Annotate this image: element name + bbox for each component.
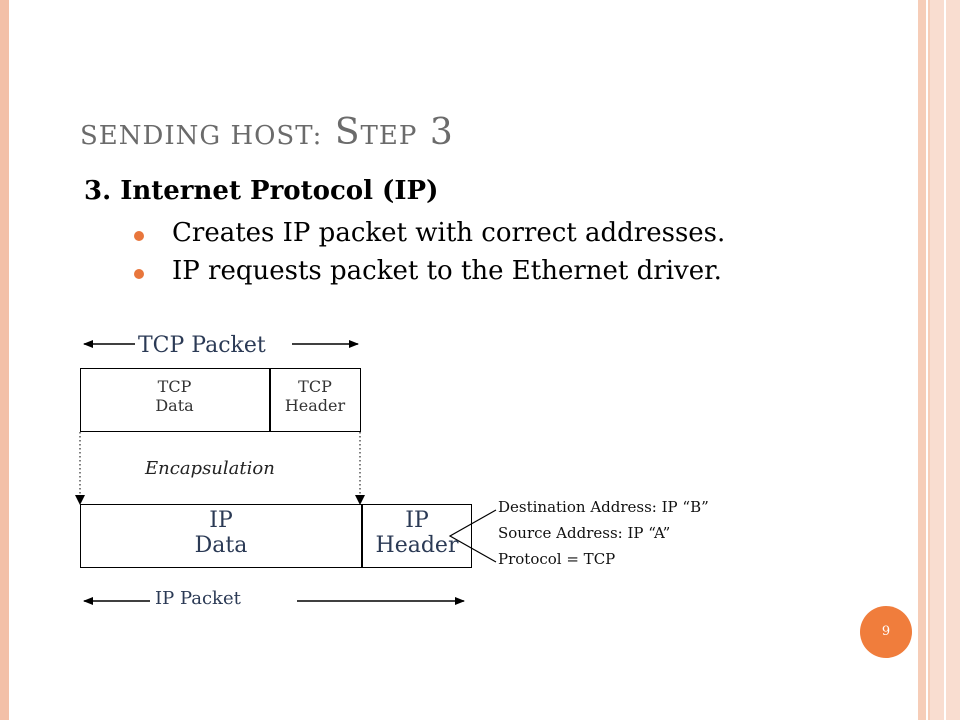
ip-packet-box — [80, 504, 472, 568]
ip-data-line: IP — [209, 508, 233, 533]
left-border-decoration — [0, 0, 9, 720]
tcp-header-line: Header — [284, 396, 346, 416]
bullet-dot-icon — [134, 231, 144, 241]
header-field-source: Source Address: IP “A” — [498, 524, 671, 542]
ip-divider — [361, 505, 363, 567]
tcp-data-line: Data — [155, 396, 194, 416]
title-number: 3 — [417, 112, 454, 153]
title-small-caps: SENDING HOST: — [80, 121, 323, 151]
encapsulation-arrowhead-left — [75, 495, 85, 505]
ip-header-line: Header — [375, 533, 459, 559]
tcp-packet-label: TCP Packet — [138, 333, 266, 358]
tcp-data-line: TCP — [157, 377, 192, 396]
header-fields-callout — [448, 509, 497, 563]
ip-data-cell: IP Data — [80, 508, 362, 559]
right-border-divider — [926, 0, 928, 720]
page-number-badge: 9 — [860, 606, 912, 658]
tcp-data-cell: TCP Data — [80, 377, 269, 415]
right-border-divider — [944, 0, 946, 720]
title-small-caps-rest: TEP — [360, 121, 418, 151]
tcp-packet-box — [80, 368, 361, 432]
slide-title: SENDING HOST: STEP 3 — [80, 112, 454, 153]
header-field-destination: Destination Address: IP “B” — [498, 498, 709, 516]
encapsulation-label: Encapsulation — [145, 458, 275, 479]
ip-packet-label: IP Packet — [155, 588, 241, 609]
bullet-text: Creates IP packet with correct addresses… — [172, 218, 726, 248]
section-heading: 3. Internet Protocol (IP) — [84, 176, 439, 206]
tcp-header-cell: TCP Header — [269, 377, 361, 415]
title-initial: S — [334, 112, 361, 153]
ip-header-cell: IP Header — [362, 508, 472, 559]
bullet-text: IP requests packet to the Ethernet drive… — [172, 256, 722, 286]
header-field-protocol: Protocol = TCP — [498, 550, 616, 568]
tcp-header-line: TCP — [298, 377, 332, 396]
encapsulation-arrowhead-right — [355, 495, 365, 505]
ip-data-line: Data — [194, 533, 248, 559]
ip-header-line: IP — [405, 508, 429, 533]
tcp-divider — [269, 369, 271, 431]
bullet-dot-icon — [134, 269, 144, 279]
